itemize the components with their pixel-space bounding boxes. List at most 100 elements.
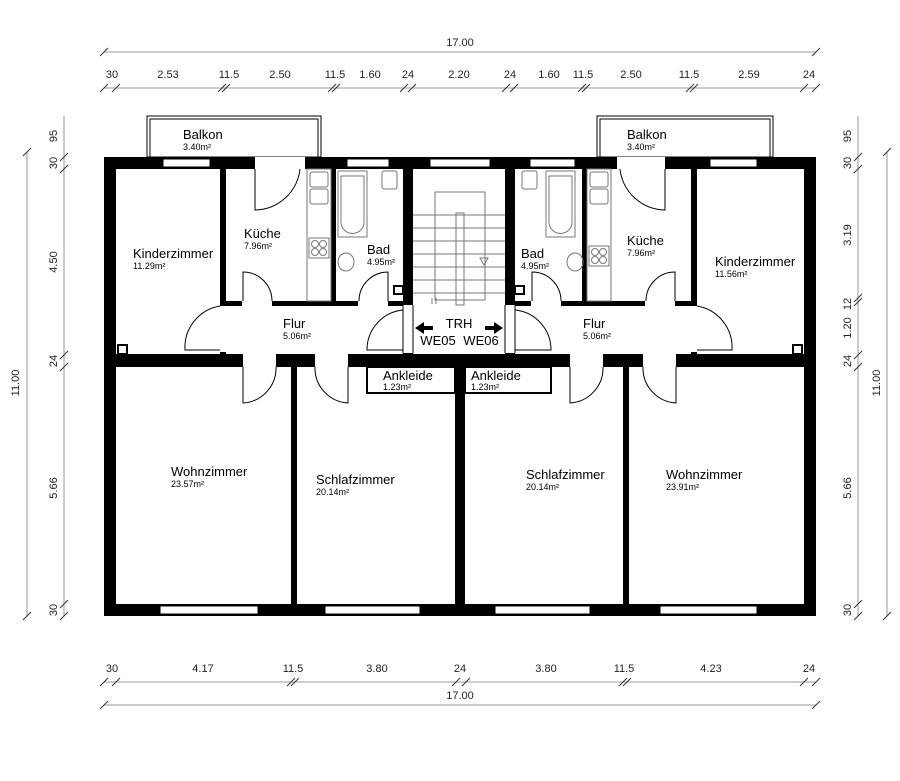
stair-direction-icon bbox=[479, 257, 489, 267]
room-name: Ankleide bbox=[383, 368, 433, 383]
door-entry-right bbox=[514, 309, 552, 351]
door-bad-left bbox=[358, 271, 389, 302]
room-area: 7.96m² bbox=[244, 241, 272, 251]
dim-label: 3.80 bbox=[366, 663, 387, 675]
dim-label: 30 bbox=[106, 69, 118, 81]
dim-label: 11.5 bbox=[679, 69, 700, 81]
dim-label: 2.20 bbox=[448, 69, 469, 81]
dim-label: 24 bbox=[842, 355, 854, 367]
unit-label: WE05 bbox=[420, 333, 455, 348]
room-name: Bad bbox=[521, 246, 544, 261]
room-area: 4.95m² bbox=[521, 261, 549, 271]
unit-label: WE06 bbox=[463, 333, 498, 348]
dim-label: 30 bbox=[48, 604, 60, 616]
dim-label: 24 bbox=[402, 69, 414, 81]
room-area: 7.96m² bbox=[627, 248, 655, 258]
dim-label: 1.60 bbox=[538, 69, 559, 81]
room-area: 23.91m² bbox=[666, 482, 699, 492]
dim-label: 11.5 bbox=[573, 69, 594, 81]
dim-label: 24 bbox=[504, 69, 516, 81]
room-name: Kinderzimmer bbox=[715, 254, 796, 269]
room-area: 5.06m² bbox=[583, 331, 611, 341]
dimension-left: 11.00 95 30 4.50 24 5.66 30 bbox=[10, 116, 69, 621]
room-labels: Kinderzimmer 11.29m² Küche 7.96m² Bad 4.… bbox=[133, 127, 796, 497]
room-name: Wohnzimmer bbox=[171, 464, 248, 479]
room-name: Küche bbox=[244, 226, 281, 241]
dim-label: 5.66 bbox=[842, 477, 854, 498]
dim-label: 24 bbox=[803, 663, 815, 675]
trh-arrows bbox=[415, 322, 503, 334]
door-wohn-left bbox=[242, 366, 277, 404]
dim-right-total: 11.00 bbox=[871, 370, 883, 397]
doors bbox=[184, 168, 733, 404]
room-name: Wohnzimmer bbox=[666, 467, 743, 482]
dim-label: 11.5 bbox=[614, 663, 635, 675]
dim-label: 30 bbox=[106, 663, 118, 675]
dim-label: 24 bbox=[454, 663, 466, 675]
walls bbox=[104, 157, 816, 616]
room-area: 11.29m² bbox=[133, 261, 165, 271]
arrow-right-icon bbox=[485, 322, 503, 334]
sink-icon bbox=[309, 171, 329, 188]
fixtures bbox=[306, 168, 612, 302]
room-area: 1.23m² bbox=[471, 382, 499, 392]
dim-label: 11.5 bbox=[283, 663, 304, 675]
room-name: Flur bbox=[283, 316, 306, 331]
door-kinder-left bbox=[184, 305, 221, 351]
dim-label: 2.50 bbox=[269, 69, 290, 81]
door-balcony-right bbox=[619, 168, 666, 211]
dim-top-total: 17.00 bbox=[446, 37, 474, 49]
room-name: Küche bbox=[627, 233, 664, 248]
dim-left-total: 11.00 bbox=[10, 370, 22, 397]
room-area: 1.23m² bbox=[383, 382, 411, 392]
dim-label: 3.80 bbox=[535, 663, 556, 675]
room-area: 20.14m² bbox=[526, 482, 559, 492]
bathtub-icon bbox=[545, 170, 576, 238]
dim-label: 11.5 bbox=[325, 69, 346, 81]
door-entry-left bbox=[366, 309, 404, 351]
door-kueche-right bbox=[645, 271, 676, 302]
room-area: 20.14m² bbox=[316, 487, 349, 497]
dim-label: 95 bbox=[842, 130, 854, 142]
room-name: Balkon bbox=[627, 127, 667, 142]
dimension-right: 11.00 95 30 3.19 12 1.20 24 5.66 30 bbox=[842, 116, 892, 621]
dim-label: 1.60 bbox=[359, 69, 380, 81]
dim-label: 11.5 bbox=[219, 69, 240, 81]
room-area: 3.40m² bbox=[183, 142, 211, 152]
dim-label: 2.53 bbox=[157, 69, 178, 81]
room-name: Flur bbox=[583, 316, 606, 331]
bathtub-icon bbox=[337, 170, 368, 238]
room-area: 11.56m² bbox=[715, 269, 747, 279]
room-area: 23.57m² bbox=[171, 479, 204, 489]
windows bbox=[159, 157, 758, 615]
door-kinder-right bbox=[696, 305, 733, 351]
dim-label: 4.50 bbox=[48, 251, 60, 272]
sink-icon bbox=[589, 171, 609, 188]
dimension-top: 17.00 30 2.53 11.5 2.50 11.5 1.60 24 2.2… bbox=[99, 37, 821, 93]
door-balcony-left bbox=[254, 168, 301, 211]
door-schlaf-left bbox=[314, 366, 349, 404]
ankleide-boxes bbox=[366, 366, 552, 394]
staircase bbox=[413, 191, 505, 306]
door-schlaf-right bbox=[569, 366, 604, 404]
washbasin-icon bbox=[337, 252, 355, 272]
toilet-icon bbox=[381, 170, 398, 190]
dim-label: 5.66 bbox=[48, 477, 60, 498]
dim-label: 1.20 bbox=[842, 317, 854, 338]
balcony-left bbox=[146, 115, 322, 158]
balcony-right bbox=[596, 115, 774, 158]
dim-label: 30 bbox=[842, 604, 854, 616]
dim-label: 2.59 bbox=[738, 69, 759, 81]
dim-label: 3.19 bbox=[842, 224, 854, 245]
room-name: Balkon bbox=[183, 127, 223, 142]
dim-label: 24 bbox=[803, 69, 815, 81]
room-area: 5.06m² bbox=[283, 331, 311, 341]
room-name: Ankleide bbox=[471, 368, 521, 383]
room-name: TRH bbox=[446, 316, 473, 331]
dim-label: 2.50 bbox=[620, 69, 641, 81]
room-name: Schlafzimmer bbox=[526, 467, 605, 482]
stove-icon bbox=[588, 245, 610, 267]
dim-bottom-total: 17.00 bbox=[446, 690, 474, 702]
dim-label: 30 bbox=[842, 157, 854, 169]
